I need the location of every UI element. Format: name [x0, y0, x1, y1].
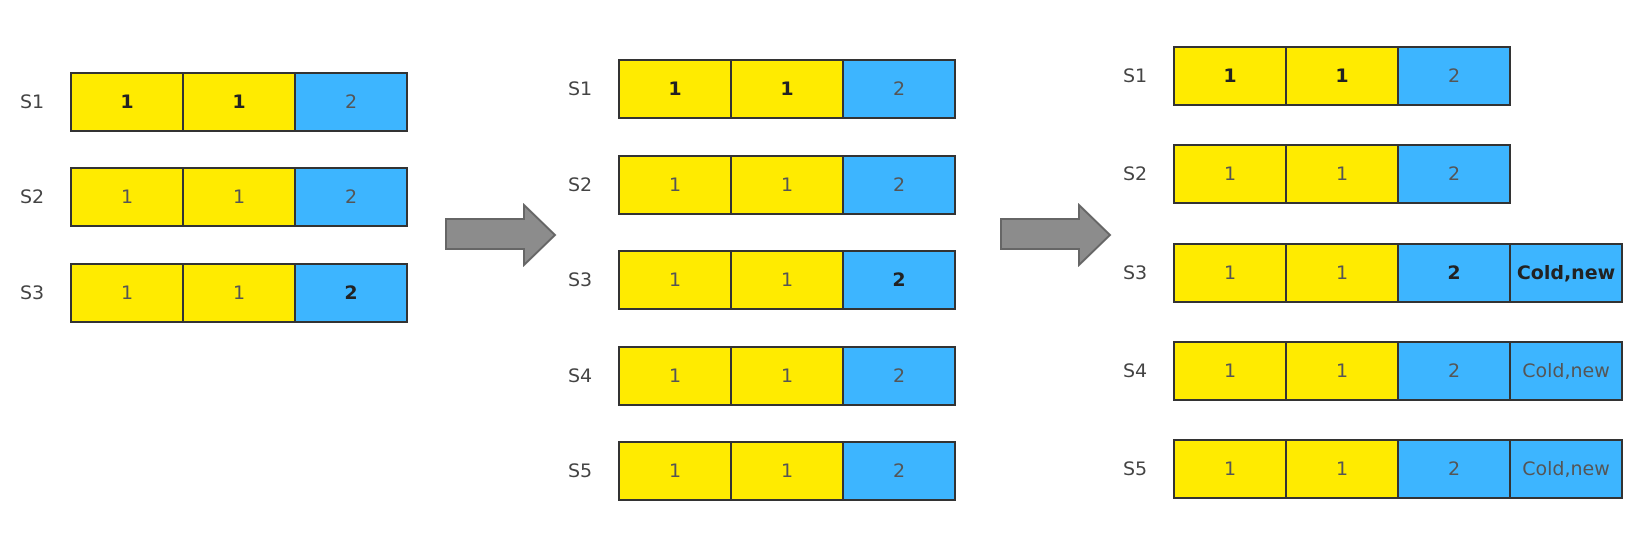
replica-label: S1: [1123, 65, 1148, 87]
replica-label: S1: [568, 78, 593, 100]
replica-label: S1: [20, 91, 45, 113]
arrow-right-icon: [445, 203, 557, 267]
value-cell: 1: [1173, 439, 1287, 499]
replica-label: S4: [1123, 360, 1148, 382]
value-cell: 1: [730, 59, 844, 119]
value-cell: 1: [730, 441, 844, 501]
value-cell: 1: [1173, 46, 1287, 106]
replica-label: S4: [568, 365, 593, 387]
replica-label: S2: [20, 186, 45, 208]
value-cell: 1: [182, 263, 296, 323]
value-cell: 1: [1285, 144, 1399, 204]
replica-label: S3: [568, 269, 593, 291]
value-cell: 2: [1397, 341, 1511, 401]
cold-new-cell: Cold,new: [1509, 341, 1623, 401]
value-cell: 1: [70, 263, 184, 323]
value-cell: 2: [1397, 46, 1511, 106]
replica-label: S2: [1123, 163, 1148, 185]
value-cell: 1: [1173, 144, 1287, 204]
value-cell: 1: [1285, 341, 1399, 401]
value-cell: 1: [730, 155, 844, 215]
value-cell: 2: [294, 263, 408, 323]
replica-label: S5: [568, 460, 593, 482]
value-cell: 1: [1285, 439, 1399, 499]
value-cell: 2: [842, 441, 956, 501]
value-cell: 1: [70, 72, 184, 132]
value-cell: 1: [182, 167, 296, 227]
value-cell: 1: [618, 250, 732, 310]
replica-label: S3: [20, 282, 45, 304]
value-cell: 1: [730, 346, 844, 406]
value-cell: 2: [842, 155, 956, 215]
value-cell: 1: [618, 346, 732, 406]
value-cell: 2: [1397, 243, 1511, 303]
value-cell: 1: [618, 59, 732, 119]
value-cell: 1: [1285, 46, 1399, 106]
value-cell: 1: [618, 441, 732, 501]
cold-new-cell: Cold,new: [1509, 439, 1623, 499]
replica-label: S2: [568, 174, 593, 196]
replica-label: S3: [1123, 262, 1148, 284]
value-cell: 2: [1397, 144, 1511, 204]
value-cell: 2: [294, 167, 408, 227]
value-cell: 2: [842, 346, 956, 406]
value-cell: 1: [1285, 243, 1399, 303]
replica-label: S5: [1123, 458, 1148, 480]
value-cell: 1: [182, 72, 296, 132]
cold-new-cell: Cold,new: [1509, 243, 1623, 303]
value-cell: 1: [1173, 341, 1287, 401]
value-cell: 1: [618, 155, 732, 215]
value-cell: 1: [1173, 243, 1287, 303]
value-cell: 2: [842, 59, 956, 119]
value-cell: 1: [70, 167, 184, 227]
value-cell: 1: [730, 250, 844, 310]
value-cell: 2: [842, 250, 956, 310]
arrow-right-icon: [1000, 203, 1112, 267]
value-cell: 2: [294, 72, 408, 132]
value-cell: 2: [1397, 439, 1511, 499]
